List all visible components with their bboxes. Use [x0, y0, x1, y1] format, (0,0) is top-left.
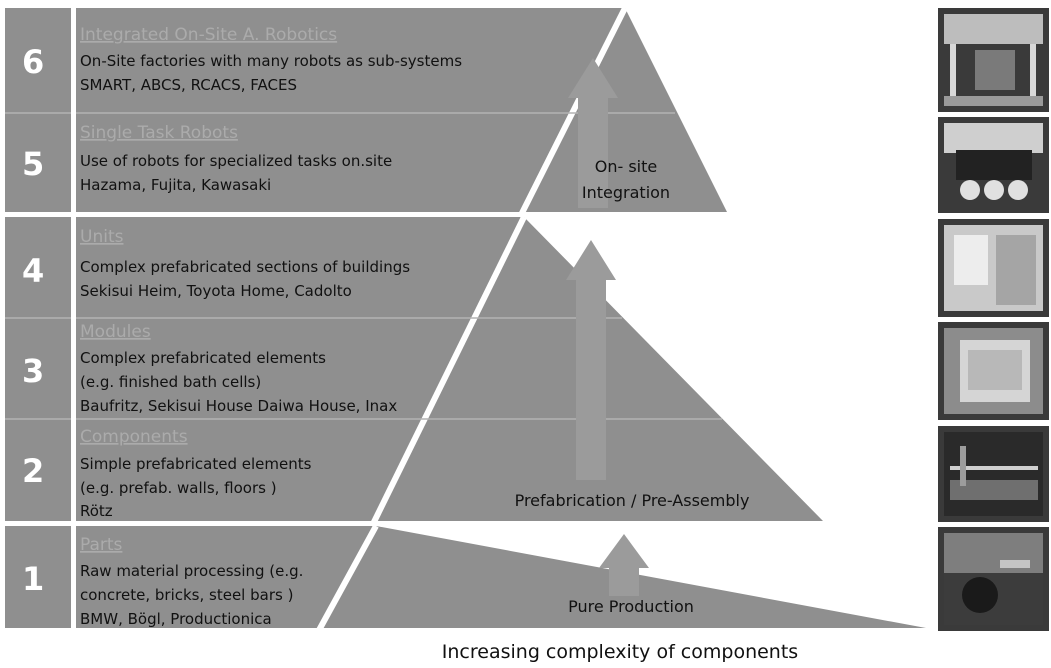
- production-diagonal: [315, 524, 379, 634]
- level-number: 3: [22, 352, 44, 390]
- level-description: Complex prefabricated sections of buildi…: [80, 258, 410, 276]
- level-title: Components: [80, 427, 188, 447]
- level-examples: Hazama, Fujita, Kawasaki: [80, 176, 271, 194]
- caption: Increasing complexity of components: [442, 641, 798, 663]
- section-separator: [0, 212, 740, 217]
- level-description: (e.g. prefab. walls, floors ): [80, 479, 277, 497]
- level-examples: Baufritz, Sekisui House Daiwa House, Ina…: [80, 397, 397, 415]
- level-title: Single Task Robots: [80, 123, 238, 143]
- level-number: 6: [22, 43, 44, 81]
- level-examples: Sekisui Heim, Toyota Home, Cadolto: [80, 282, 352, 300]
- photo-single-task-robot: [938, 117, 1049, 213]
- level-description: Complex prefabricated elements: [80, 349, 326, 367]
- photo-parts: [938, 527, 1049, 631]
- number-column-divider: [71, 0, 76, 632]
- prefab-section: [5, 217, 823, 521]
- level-description: Raw material processing (e.g.: [80, 562, 303, 580]
- level-title: Modules: [80, 322, 151, 342]
- section-separator: [0, 521, 830, 526]
- zone-label-onsite: Integration: [582, 183, 670, 202]
- level-description: (e.g. finished bath cells): [80, 373, 261, 391]
- photo-onsite-factory: [938, 8, 1049, 112]
- level-examples: BMW, Bögl, Productionica: [80, 610, 272, 628]
- zone-label-pure: Pure Production: [568, 597, 694, 616]
- level-title: Integrated On-Site A. Robotics: [80, 25, 337, 45]
- level-number: 5: [22, 145, 44, 183]
- photo-building-unit: [938, 219, 1049, 317]
- level-description: Simple prefabricated elements: [80, 455, 312, 473]
- zone-label-onsite: On- site: [595, 157, 658, 176]
- level-number: 2: [22, 452, 44, 490]
- level-number: 1: [22, 560, 44, 598]
- prefab-diagonal: [369, 215, 527, 528]
- production-section: [5, 526, 926, 628]
- level-description: Use of robots for specialized tasks on.s…: [80, 152, 392, 170]
- level-title: Parts: [80, 535, 123, 555]
- level-number: 4: [22, 252, 44, 290]
- zone-label-prefab: Prefabrication / Pre-Assembly: [515, 491, 750, 510]
- photo-module: [938, 322, 1049, 420]
- level-title: Units: [80, 227, 124, 247]
- photo-component: [938, 426, 1049, 522]
- level-description: concrete, bricks, steel bars ): [80, 586, 293, 604]
- level-description: On-Site factories with many robots as su…: [80, 52, 462, 70]
- level-examples: Rötz: [80, 502, 113, 520]
- arrow-up-icon: [566, 240, 616, 480]
- arrow-up-icon: [568, 58, 618, 208]
- level-examples: SMART, ABCS, RCACS, FACES: [80, 76, 297, 94]
- arrow-up-icon: [599, 534, 649, 596]
